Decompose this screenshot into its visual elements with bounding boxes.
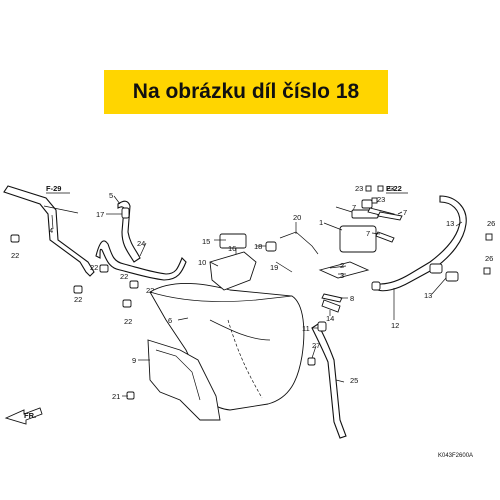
title-text: Na obrázku díl číslo 18 [132, 80, 360, 103]
seal-14 [321, 299, 341, 313]
callout-18: 18 [254, 242, 262, 251]
hose-5 [117, 200, 141, 263]
ref-e22: E-22 [386, 184, 402, 193]
pump-assembly-10 [209, 231, 319, 291]
bolt-26-b [483, 267, 491, 275]
callout-13-a: 13 [446, 219, 454, 228]
callout-26-b: 26 [485, 254, 493, 263]
callout-10: 10 [198, 258, 206, 267]
seal-8 [321, 293, 343, 303]
callout-12: 12 [391, 321, 399, 330]
bolt-23-c [371, 197, 378, 204]
clamp-22-d [122, 299, 132, 308]
callout-24: 24 [137, 239, 145, 248]
callout-7-a: 7 [352, 203, 356, 212]
front-arrow-icon [4, 407, 43, 425]
bolt-26-a [485, 233, 493, 241]
ref-f29: F-29 [46, 184, 61, 193]
fuel-hose-12 [371, 195, 467, 292]
callout-7-b: 7 [403, 208, 407, 217]
callout-22-e: 22 [146, 286, 154, 295]
callout-13-b: 13 [424, 291, 432, 300]
callout-25: 25 [350, 376, 358, 385]
leader-lines [51, 195, 463, 397]
callout-7-c: 7 [366, 229, 370, 238]
callout-26-a: 26 [487, 219, 495, 228]
bolt-21 [126, 391, 135, 400]
callout-8: 8 [350, 294, 354, 303]
callout-20: 20 [293, 213, 301, 222]
callout-labels: 1 2 3 4 5 6 7 7 7 8 9 10 11 12 13 13 14 … [11, 184, 495, 401]
callout-22-b: 22 [90, 263, 98, 272]
callout-22-f: 22 [124, 317, 132, 326]
breather-hose-4 [3, 185, 95, 277]
callout-19: 19 [270, 263, 278, 272]
callout-17: 17 [96, 210, 104, 219]
clamp-22-a [10, 234, 20, 243]
callout-23-c: 23 [377, 195, 385, 204]
callout-16: 16 [228, 244, 236, 253]
strip-7-b [375, 231, 395, 243]
title-banner: Na obrázku díl číslo 18 [104, 70, 388, 114]
callout-27: 27 [312, 341, 320, 350]
callout-23-b: 23 [386, 184, 394, 193]
callout-14: 14 [326, 314, 334, 323]
callout-4: 4 [49, 226, 53, 235]
diagram-code: K043F2600A [438, 453, 473, 459]
callout-5: 5 [109, 191, 113, 200]
callout-22-a: 22 [11, 251, 19, 260]
callout-1: 1 [319, 218, 323, 227]
callout-11: 11 [302, 324, 310, 333]
strip-7-c [377, 211, 403, 221]
callout-3: 3 [340, 271, 344, 280]
clamp-22-b [73, 285, 83, 294]
clamp-22-c [99, 264, 109, 273]
callout-6: 6 [168, 316, 172, 325]
callout-15: 15 [202, 237, 210, 246]
callout-9: 9 [132, 356, 136, 365]
callout-23-a: 23 [355, 184, 363, 193]
callout-21: 21 [112, 392, 120, 401]
ref-fr: FR. [24, 411, 36, 420]
hose-24 [95, 240, 187, 281]
bolt-23-b [377, 185, 384, 192]
hose-25 [307, 321, 347, 439]
bolt-23-a [365, 185, 372, 192]
cover-9 [147, 339, 221, 421]
callout-2: 2 [340, 261, 344, 270]
clamp-22-e [129, 280, 139, 289]
callout-22-c: 22 [120, 272, 128, 281]
callout-22-d: 22 [74, 295, 82, 304]
